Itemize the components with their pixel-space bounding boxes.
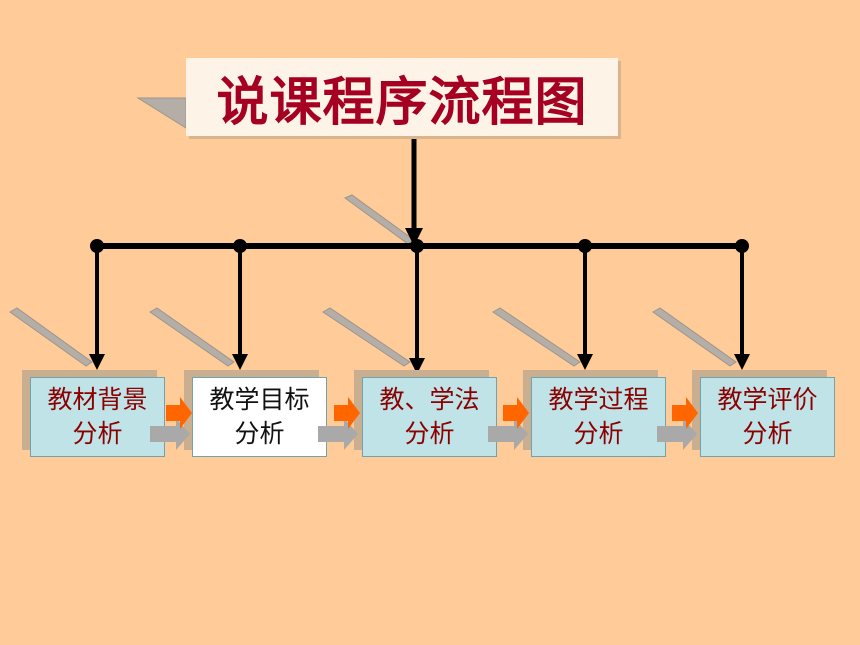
step-box-textbook-analysis: 教材背景 分析: [30, 377, 165, 457]
branch-arrowhead-5: [734, 354, 750, 370]
step-label-line2: 分析: [404, 419, 455, 448]
step-box-teaching-objectives-analysis: 教学目标 分析: [192, 377, 327, 457]
step-label-line2: 分析: [234, 419, 285, 448]
callout-shadow-2: [149, 307, 235, 367]
step-label-line2: 分析: [72, 419, 123, 448]
step-label-line2: 分析: [573, 419, 624, 448]
step-label-line1: 教学目标: [209, 385, 310, 414]
step-box-evaluation-analysis: 教学评价 分析: [700, 377, 835, 457]
branch-arrowhead-4: [577, 354, 593, 370]
step-label-line1: 教学评价: [717, 385, 818, 414]
callout-shadow-4: [492, 307, 581, 367]
step-label-line1: 教学过程: [548, 385, 649, 414]
branch-arrowhead-3: [409, 358, 425, 374]
callout-shadow-5: [652, 307, 737, 367]
callout-shadow-1: [9, 307, 93, 367]
callout-shadow-3: [322, 307, 411, 367]
step-label-line1: 教、学法: [379, 385, 480, 414]
branch-arrowhead-1: [89, 354, 105, 370]
callout-shadow-title: [136, 97, 187, 129]
title-stem-arrowhead: [405, 228, 423, 246]
branch-arrowhead-2: [232, 354, 248, 370]
step-box-process-analysis: 教学过程 分析: [531, 377, 666, 457]
diagram-title-text: 说课程序流程图: [216, 71, 588, 133]
step-label-line1: 教材背景: [47, 385, 148, 414]
diagram-title: 说课程序流程图: [186, 58, 618, 136]
step-box-methods-analysis: 教、学法 分析: [362, 377, 497, 457]
step-label-line2: 分析: [742, 419, 793, 448]
callout-shadow-center: [343, 194, 415, 245]
